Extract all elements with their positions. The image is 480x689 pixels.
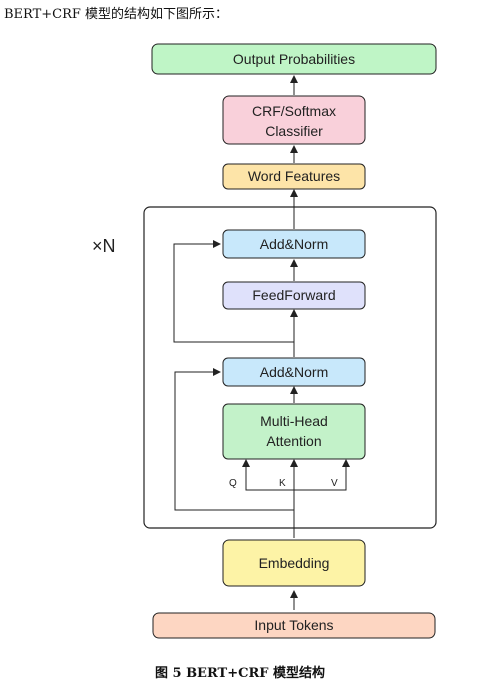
arrow-v (294, 459, 350, 491)
word-features-box: Word Features (222, 163, 366, 190)
word-features-label: Word Features (248, 168, 340, 184)
encoder-block (143, 206, 437, 529)
input-label: Input Tokens (254, 617, 333, 633)
crf-label-line1: CRF/Softmax (252, 103, 336, 119)
crf-softmax-box: CRF/Softmax Classifier (222, 95, 366, 145)
figure-caption: 图 5 BERT+CRF 模型结构 (154, 666, 326, 681)
add-norm-top-box: Add&Norm (222, 229, 366, 259)
output-label: Output Probabilities (233, 51, 355, 67)
intro-text: BERT+CRF 模型的结构如下图所示： (4, 7, 229, 22)
embedding-box: Embedding (222, 539, 366, 587)
residual-top (173, 240, 294, 343)
feed-forward-label: FeedForward (252, 287, 335, 303)
mha-label-line1: Multi-Head (260, 413, 328, 429)
v-label: V (331, 478, 338, 489)
add-norm-bottom-box: Add&Norm (222, 357, 366, 387)
output-probabilities-box: Output Probabilities (151, 43, 437, 75)
embedding-label: Embedding (259, 555, 330, 571)
mha-label-line2: Attention (266, 433, 321, 449)
connectors (173, 75, 350, 610)
multi-head-attention-box: Multi-Head Attention (222, 403, 366, 460)
k-label: K (279, 478, 286, 489)
input-tokens-box: Input Tokens (152, 612, 436, 639)
add-norm-top-label: Add&Norm (260, 236, 328, 252)
arrow-q (242, 459, 294, 491)
q-label: Q (229, 478, 237, 489)
feed-forward-box: FeedForward (222, 281, 366, 310)
repeat-label: ×N (92, 236, 116, 256)
crf-label-line2: Classifier (265, 123, 323, 139)
residual-bottom (174, 368, 294, 511)
add-norm-bottom-label: Add&Norm (260, 364, 328, 380)
